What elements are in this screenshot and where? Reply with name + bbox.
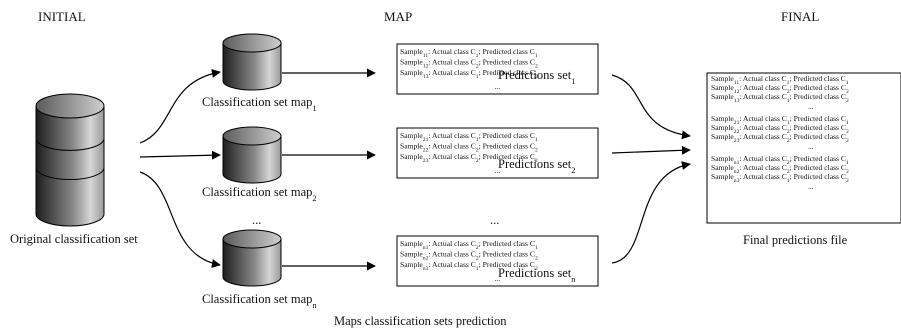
row-ellipsis: ...	[495, 274, 501, 283]
maps-ellipsis: ...	[252, 213, 261, 227]
prediction-row: Sample21: Actual class C1; Predicted cla…	[400, 131, 538, 143]
final-row: Sample13: Actual class C1; Predicted cla…	[711, 92, 849, 104]
arrow	[611, 161, 691, 264]
map-group-n: Classification set mapn Samplen1: Actual …	[202, 229, 599, 310]
final-row: Sample12: Actual class C2; Predicted cla…	[711, 83, 849, 95]
original-database-icon	[35, 93, 105, 227]
header-final: FINAL	[781, 9, 819, 24]
predictions-box	[396, 43, 599, 95]
final-predictions-file: Sample11: Actual class C1; Predicted cla…	[706, 72, 901, 224]
original-set-label: Original classification set	[10, 232, 138, 246]
predictions-ellipsis: ...	[490, 213, 499, 227]
header-map: MAP	[384, 9, 412, 24]
row-ellipsis: ...	[495, 82, 501, 91]
arrow	[611, 145, 691, 155]
final-row: Sample23: Actual class C2; Predicted cla…	[711, 132, 849, 144]
prediction-row: Sample23: Actual class C2; Predicted cla…	[400, 152, 538, 164]
map-label: Classification set map2	[202, 185, 317, 203]
final-ellipsis: ...	[808, 102, 814, 111]
row-ellipsis: ...	[495, 166, 501, 175]
prediction-row: Sample11: Actual class C1; Predicted cla…	[400, 47, 538, 59]
predictions-box	[396, 127, 599, 179]
predictions-label: Predictions setn	[498, 266, 576, 284]
prediction-row: Samplen3: Actual class C1; Predicted cla…	[400, 260, 538, 272]
map-database-icon	[222, 33, 282, 91]
prediction-row: Sample13: Actual class C1; Predicted cla…	[400, 68, 538, 80]
map-label: Classification set mapn	[202, 292, 317, 310]
predictions-box	[396, 235, 599, 287]
flow-arrows	[139, 68, 691, 271]
map-database-icon	[222, 126, 282, 184]
map-group-2: Classification set map2 Sample21: Actual …	[202, 126, 599, 203]
arrow	[139, 171, 221, 268]
prediction-row: Samplen2: Actual class C2; Predicted cla…	[400, 250, 538, 262]
arrow	[611, 74, 691, 140]
final-row: Sample11: Actual class C1; Predicted cla…	[711, 74, 849, 86]
final-row: Samplen3: Actual class C1; Predicted cla…	[711, 172, 849, 184]
final-row: Samplen1: Actual class C2; Predicted cla…	[711, 154, 849, 166]
header-initial: INITIAL	[38, 9, 86, 24]
arrow	[139, 150, 221, 160]
map-group-1: Classification set map1 Sample11: Actual …	[202, 33, 599, 113]
final-box-frame	[706, 72, 901, 224]
final-row: Sample21: Actual class C1; Predicted cla…	[711, 114, 849, 126]
predictions-label: Predictions set2	[498, 157, 576, 175]
final-ellipsis: ...	[808, 142, 814, 151]
caption: Maps classification sets prediction	[334, 314, 507, 328]
final-predictions-label: Final predictions file	[743, 233, 848, 247]
final-ellipsis: ...	[808, 182, 814, 191]
prediction-row: Samplen1: Actual class C2; Predicted cla…	[400, 239, 538, 251]
final-row: Sample22: Actual class C2; Predicted cla…	[711, 123, 849, 135]
prediction-row: Sample22: Actual class C2; Predicted cla…	[400, 142, 538, 154]
map-label: Classification set map1	[202, 95, 317, 113]
prediction-row: Sample12: Actual class C2; Predicted cla…	[400, 58, 538, 70]
map-database-icon	[222, 229, 282, 287]
predictions-label: Predictions set1	[498, 68, 576, 86]
arrow	[139, 69, 221, 144]
final-row: Samplen2: Actual class C2; Predicted cla…	[711, 163, 849, 175]
